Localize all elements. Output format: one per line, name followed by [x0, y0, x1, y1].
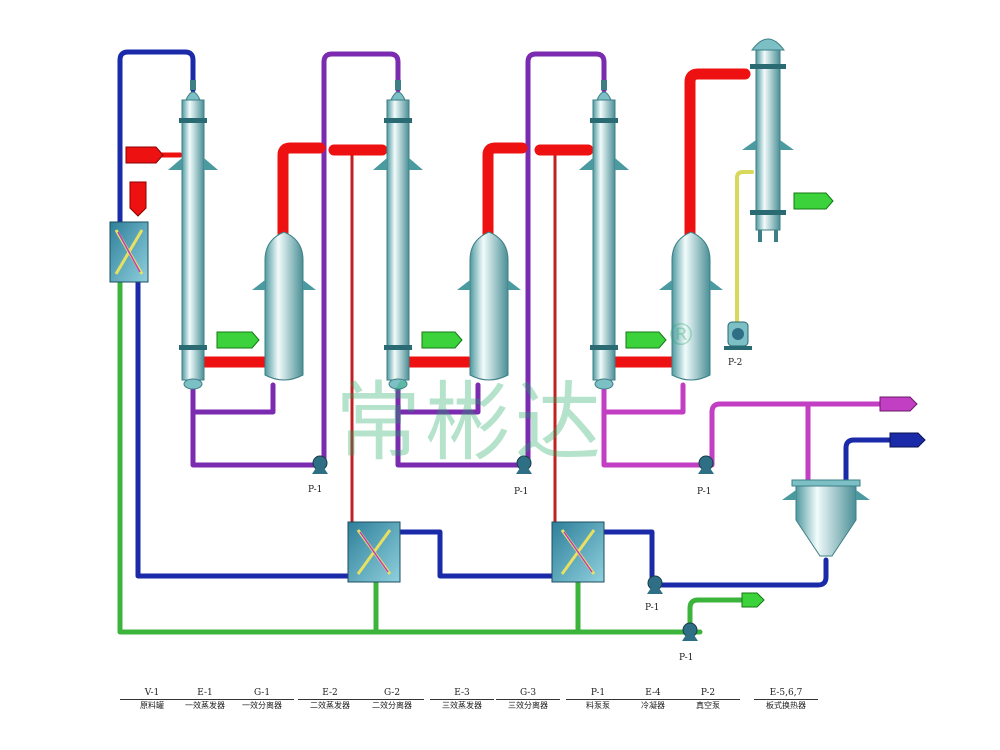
legend-code: P-1	[590, 688, 606, 698]
magenta-pipe-e3-out	[601, 382, 703, 468]
pump-p1-c	[698, 455, 714, 474]
green-pipe-outlet	[687, 597, 745, 633]
plate-heat-exchanger-e5	[109, 221, 149, 283]
cooling-water-outlet-arrow	[793, 192, 834, 210]
blue-pipe-hx2-hx3	[397, 529, 558, 579]
condenser-e4	[742, 38, 794, 242]
pump-label: P-1	[697, 487, 711, 497]
condensate-outlet-arrow	[421, 331, 463, 349]
watermark: 常彬达	[335, 373, 605, 473]
legend-code: G-1	[253, 688, 271, 698]
steam-pipe-g2	[482, 142, 528, 246]
pump-label: P-1	[679, 653, 693, 663]
legend-name: 三效蒸发器	[430, 699, 494, 711]
product-tank	[782, 479, 870, 557]
plate-heat-exchanger-e6	[347, 521, 401, 583]
legend-name: 三效分离器	[496, 699, 560, 711]
legend-code: V-1	[144, 688, 160, 698]
legend-name: 二效分离器	[360, 699, 424, 711]
blue-pipe-tank-vac	[843, 437, 893, 483]
legend-name: 一效蒸发器	[173, 699, 237, 711]
pump-label: P-1	[308, 485, 322, 495]
condensate-outlet-arrow	[216, 331, 260, 349]
blue-pipe-hx3-out	[599, 529, 655, 585]
magenta-pipe-p1c	[709, 401, 883, 468]
blue-pipe-to-tank	[659, 557, 829, 588]
green-outlet-arrow	[741, 592, 765, 608]
legend-name: 原料罐	[120, 699, 184, 711]
plate-heat-exchanger-e7	[551, 521, 605, 583]
condensate-outlet-arrow	[625, 331, 667, 349]
pump-label: P-1	[645, 603, 659, 613]
legend-name: 真空泵	[676, 699, 740, 711]
legend-code: E-2	[322, 688, 338, 698]
pump-p1-a	[312, 455, 328, 474]
purple-pipe-e1-out	[190, 382, 321, 468]
registered-mark: ®	[666, 318, 696, 353]
feed-inlet-arrow-down	[129, 181, 147, 217]
pump-label: P-2	[728, 358, 742, 368]
blue-pipe-top	[117, 49, 196, 228]
purple-pipe-p1a-up	[321, 51, 401, 468]
evaporator-e3	[579, 80, 629, 390]
legend-code: E-3	[454, 688, 470, 698]
purple-pipe-g1-out	[190, 382, 276, 415]
separator-g2	[457, 231, 521, 381]
evaporator-e1	[168, 80, 218, 390]
pump-p1-d	[647, 575, 663, 594]
yellow-pipe-vacuum	[735, 170, 754, 324]
vacuum-outlet-arrow	[889, 432, 926, 448]
product-outlet-arrow	[879, 396, 918, 412]
legend-name: 冷凝器	[621, 699, 685, 711]
blue-pipe-down	[135, 277, 353, 579]
separator-g1	[252, 231, 316, 381]
pump-p1-b	[516, 455, 532, 474]
green-pipe-main	[117, 277, 703, 635]
legend-code: G-2	[383, 688, 401, 698]
legend-code: E-1	[197, 688, 213, 698]
legend-name: 二效蒸发器	[298, 699, 362, 711]
legend-name: 料泵泵	[566, 699, 630, 711]
legend-name: 一效分离器	[230, 699, 294, 711]
steam-pipe-g1	[277, 142, 326, 246]
steam-inlet-arrow	[125, 146, 164, 164]
legend-name: 板式换热器	[754, 699, 818, 711]
evaporator-e2	[373, 80, 423, 390]
pump-label: P-1	[514, 487, 528, 497]
legend-code: E-4	[645, 688, 661, 698]
legend-code: G-3	[519, 688, 537, 698]
vacuum-pump-p2	[724, 321, 752, 350]
legend-code: E-5,6,7	[769, 688, 803, 698]
purple-pipe-g2-out	[395, 382, 481, 415]
magenta-pipe-g3-out	[601, 382, 686, 415]
purple-pipe-p1b-up	[525, 51, 607, 468]
legend-code: P-2	[700, 688, 716, 698]
pump-p1-e	[682, 622, 698, 641]
steam-pipe-g3	[684, 68, 751, 246]
separator-g3	[659, 231, 723, 381]
